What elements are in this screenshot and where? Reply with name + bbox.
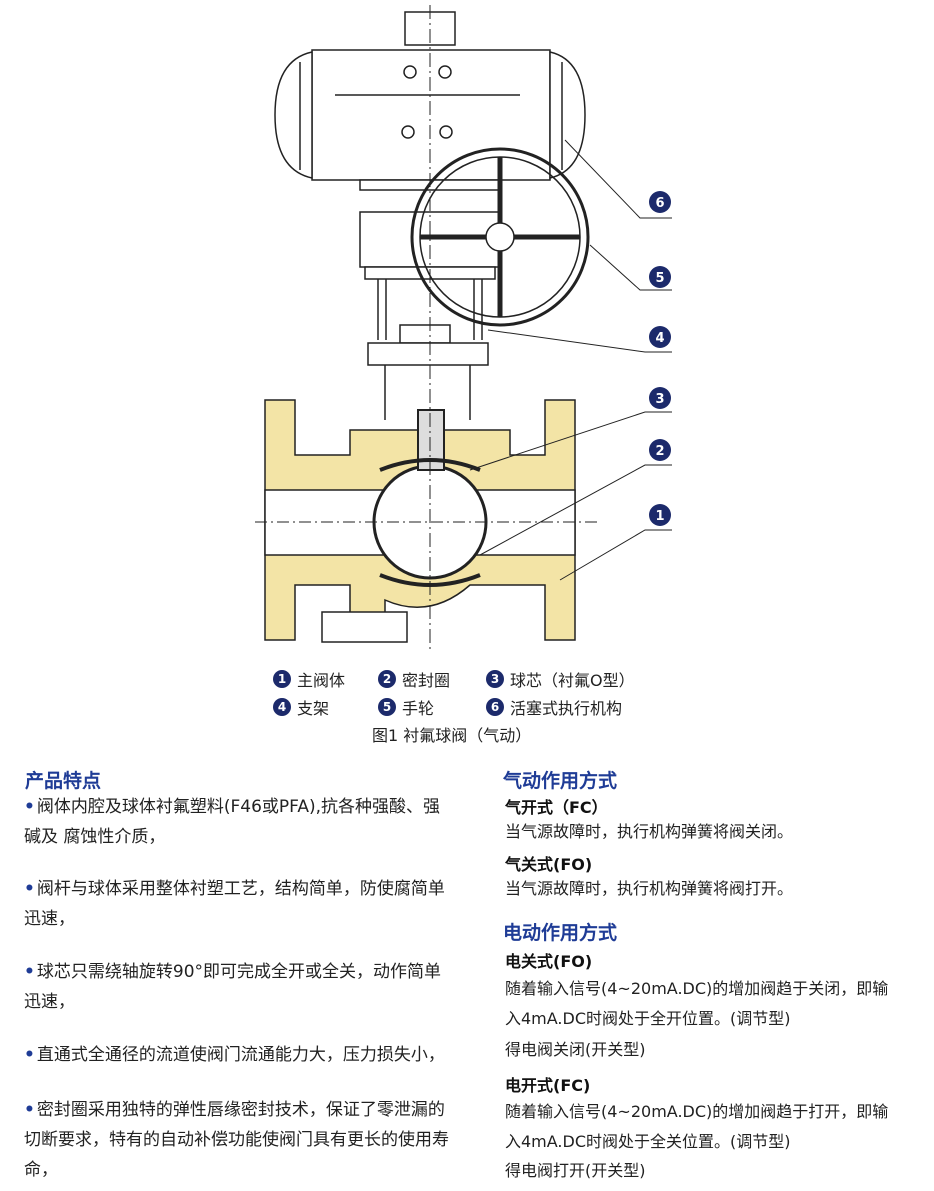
legend-item-3: 3 球芯（衬氟O型） (486, 667, 635, 691)
legend-label: 球芯（衬氟O型） (510, 671, 635, 690)
callout-4: 4 (655, 331, 664, 346)
legend-number: 1 (273, 670, 291, 688)
mode-name: 气开式（FC） (505, 798, 608, 817)
feature-text: 阀体内腔及球体衬氟塑料(F46或PFA),抗各种强酸、强碱及 腐蚀性介质， (24, 797, 441, 847)
feature-text: 阀杆与球体采用整体衬塑工艺，结构简单，防使腐简单迅速， (24, 879, 445, 929)
features-title: 产品特点 (25, 770, 102, 792)
valve-drawing: 6 5 4 3 2 1 (255, 5, 672, 650)
legend-label: 手轮 (402, 699, 435, 718)
pneumatic-title: 气动作用方式 (503, 770, 618, 792)
legend-item-5: 5 手轮 (378, 695, 434, 719)
electric-title: 电动作用方式 (503, 922, 618, 944)
figure-caption: 图1 衬氟球阀（气动） (372, 726, 532, 745)
mode-name: 电关式(FO) (505, 952, 593, 971)
mode-name: 电开式(FC) (505, 1076, 591, 1095)
mode-line: 入4mA.DC时阀处于全关位置。(调节型) (505, 1132, 791, 1151)
legend-label: 支架 (297, 699, 330, 718)
feature-item: •球芯只需绕轴旋转90°即可完成全开或全关，动作简单迅速， (24, 962, 442, 1012)
mode-name: 气关式(FO) (505, 855, 593, 874)
feature-item: •阀体内腔及球体衬氟塑料(F46或PFA),抗各种强酸、强碱及 腐蚀性介质， (24, 797, 441, 847)
feature-text: 密封圈采用独特的弹性唇缘密封技术，保证了零泄漏的切断要求，特有的自动补偿功能使阀… (24, 1100, 449, 1180)
callout-3: 3 (655, 392, 664, 407)
mode-line: 随着输入信号(4~20mA.DC)的增加阀趋于关闭，即输 (505, 979, 889, 998)
mode-line: 得电阀关闭(开关型) (505, 1040, 646, 1059)
feature-item: •直通式全通径的流道使阀门流通能力大，压力损失小， (24, 1045, 445, 1065)
legend-item-1: 1 主阀体 (273, 667, 345, 691)
actuator (274, 11, 586, 191)
callout-5: 5 (655, 271, 664, 286)
valve-body (255, 5, 600, 650)
feature-item: •阀杆与球体采用整体衬塑工艺，结构简单，防使腐简单迅速， (24, 879, 445, 929)
mode-desc: 当气源故障时，执行机构弹簧将阀关闭。 (505, 822, 794, 841)
callout-markers (649, 191, 671, 526)
handwheel (410, 147, 590, 327)
feature-text: 球芯只需绕轴旋转90°即可完成全开或全关，动作简单迅速， (24, 962, 442, 1012)
mode-desc: 当气源故障时，执行机构弹簧将阀打开。 (505, 879, 794, 898)
legend-number: 5 (378, 698, 396, 716)
mode-line: 随着输入信号(4~20mA.DC)的增加阀趋于打开，即输 (505, 1102, 889, 1121)
legend-label: 密封圈 (402, 671, 451, 690)
feature-item: •密封圈采用独特的弹性唇缘密封技术，保证了零泄漏的切断要求，特有的自动补偿功能使… (24, 1100, 449, 1180)
legend-number: 3 (486, 670, 504, 688)
legend-number: 2 (378, 670, 396, 688)
legend-item-6: 6 活塞式执行机构 (486, 695, 622, 719)
feature-text: 直通式全通径的流道使阀门流通能力大，压力损失小， (36, 1045, 445, 1065)
legend-label: 活塞式执行机构 (510, 699, 623, 718)
callout-2: 2 (655, 444, 664, 459)
mode-line: 得电阀打开(开关型) (505, 1161, 646, 1180)
bracket (359, 211, 501, 420)
mode-line: 入4mA.DC时阀处于全开位置。(调节型) (505, 1009, 791, 1028)
callout-6: 6 (655, 196, 664, 211)
legend-number: 4 (273, 698, 291, 716)
legend-item-2: 2 密封圈 (378, 667, 450, 691)
callout-1: 1 (655, 509, 664, 524)
legend-number: 6 (486, 698, 504, 716)
legend-label: 主阀体 (297, 671, 346, 690)
legend-item-4: 4 支架 (273, 695, 329, 719)
callout-leaders (469, 139, 672, 581)
